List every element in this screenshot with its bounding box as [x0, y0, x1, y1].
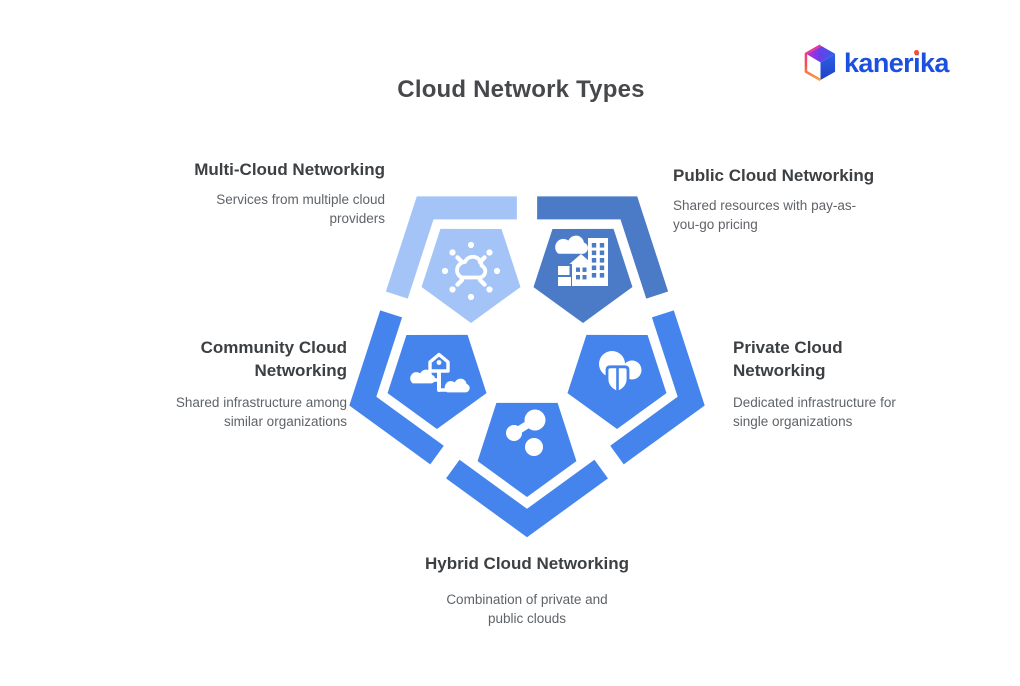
- page-title: Cloud Network Types: [397, 76, 645, 103]
- chevron-arc-hybrid: [446, 459, 608, 538]
- node-description: Dedicated infrastructure for single orga…: [733, 395, 896, 429]
- node-title: Public Cloud Networking: [673, 166, 875, 185]
- chevron-arc-multi: [385, 196, 517, 299]
- brand-text-i: i: [913, 47, 920, 78]
- node-community-cloud: [349, 310, 487, 465]
- label-private-cloud: Private Cloud Networking Dedicated infra…: [733, 336, 933, 431]
- brand-text-part: ka: [919, 47, 949, 78]
- label-community-cloud: Community Cloud Networking Shared infras…: [135, 336, 347, 431]
- cube-left-edge: [804, 44, 822, 82]
- label-multi-cloud: Multi-Cloud Networking Services from mul…: [185, 158, 385, 228]
- distributed-cloud-icon: [441, 241, 501, 301]
- brand-name: kanerika: [844, 47, 949, 78]
- node-multi-cloud: [385, 196, 521, 324]
- house-network-icon: [410, 352, 470, 393]
- brand-logo: kanerika: [804, 44, 949, 82]
- node-public-cloud: [533, 196, 669, 324]
- node-private-cloud: [567, 310, 705, 465]
- chevron-arc-community: [349, 310, 444, 465]
- node-description: Shared resources with pay-as-you-go pric…: [673, 198, 857, 232]
- cloud-shield-icon: [599, 351, 642, 395]
- node-title: Hybrid Cloud Networking: [425, 554, 629, 573]
- share-nodes-icon: [506, 409, 546, 456]
- brand-mark-icon: [804, 44, 836, 82]
- city-buildings-cloud-icon: [555, 235, 608, 286]
- node-title: Community Cloud Networking: [200, 338, 347, 380]
- node-title: Multi-Cloud Networking: [194, 160, 385, 179]
- node-description: Services from multiple cloud providers: [216, 192, 385, 226]
- node-hybrid-cloud: [446, 402, 608, 538]
- chevron-arc-public: [537, 196, 669, 299]
- chevron-arc-private: [610, 310, 705, 465]
- label-public-cloud: Public Cloud Networking Shared resources…: [673, 164, 874, 234]
- brand-text-part: kaner: [844, 47, 914, 78]
- node-description: Shared infrastructure among similar orga…: [175, 395, 347, 429]
- label-hybrid-cloud: Hybrid Cloud Networking Combination of p…: [321, 552, 733, 628]
- node-title: Private Cloud Networking: [733, 338, 843, 380]
- node-description: Combination of private and public clouds: [446, 592, 608, 626]
